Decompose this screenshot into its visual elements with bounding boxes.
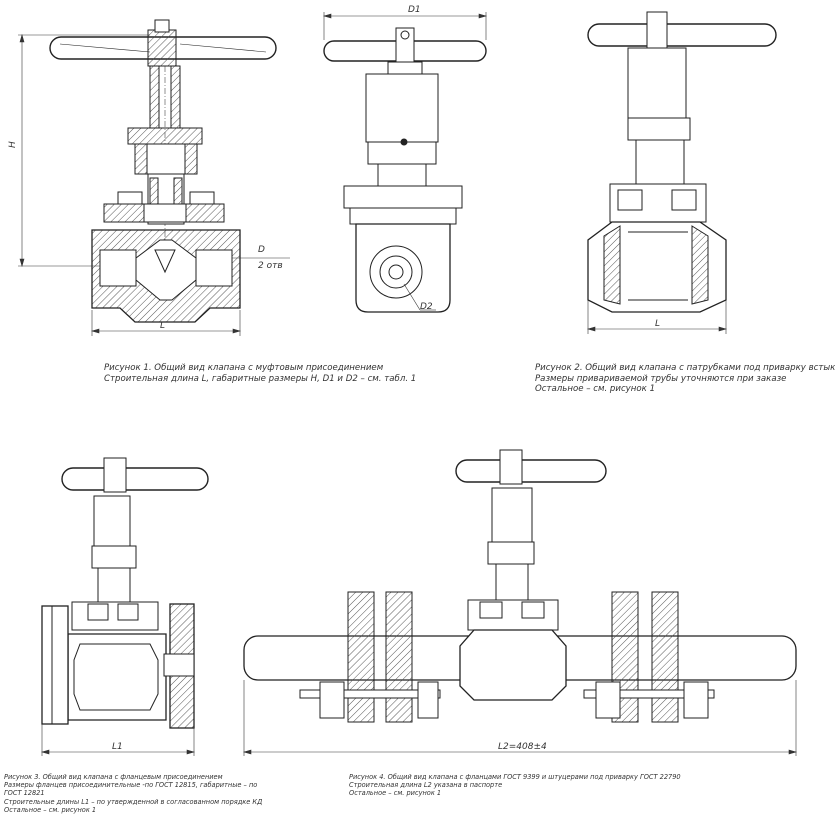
dimension-l2 bbox=[242, 680, 798, 756]
handwheel-fig2 bbox=[587, 23, 777, 47]
caption-line: Размеры привариваемой трубы уточняются п… bbox=[535, 373, 787, 384]
flange-2 bbox=[385, 591, 413, 723]
port-circle bbox=[369, 245, 423, 299]
leader-d2 bbox=[403, 283, 436, 311]
caption-line: Размеры фланцев присоединительные -по ГО… bbox=[4, 781, 258, 790]
caption-line: Строительная длина L, габаритные размеры… bbox=[104, 373, 417, 384]
label-l1: L1 bbox=[112, 742, 123, 752]
caption-line: Рисунок 4. Общий вид клапана с фланцами … bbox=[349, 773, 681, 781]
dimension-l1 bbox=[40, 724, 196, 756]
label-d1: D1 bbox=[408, 5, 421, 15]
figure-side-view bbox=[323, 27, 487, 313]
caption-line: Строительная длина L2 указана в паспорте bbox=[349, 781, 503, 790]
caption-line: ГОСТ 12821 bbox=[4, 789, 45, 798]
caption-figure-3: Рисунок 3. Общий вид клапана с фланцевым… bbox=[4, 773, 262, 814]
label-d: D bbox=[258, 245, 265, 255]
caption-figure-2: Рисунок 2. Общий вид клапана с патрубкам… bbox=[535, 363, 835, 395]
caption-figure-1: Рисунок 1. Общий вид клапана с муфтовым … bbox=[104, 363, 416, 384]
figure-3-view bbox=[41, 457, 209, 729]
label-l2: L2=408±4 bbox=[498, 742, 547, 752]
label-h: H bbox=[8, 141, 18, 148]
caption-figure-4: Рисунок 4. Общий вид клапана с фланцами … bbox=[349, 773, 681, 798]
caption-line: Остальное – см. рисунок 1 bbox=[349, 789, 442, 798]
figure-4-view bbox=[243, 449, 797, 723]
caption-line: Рисунок 2. Общий вид клапана с патрубкам… bbox=[535, 363, 835, 373]
dimension-h bbox=[18, 33, 150, 268]
handwheel-fig4 bbox=[455, 459, 607, 483]
figure-1-section-view bbox=[49, 19, 277, 323]
label-l-fig1: L bbox=[160, 321, 165, 331]
caption-line: Остальное – см. рисунок 1 bbox=[535, 384, 656, 395]
label-d2: D2 bbox=[420, 302, 433, 312]
dimension-l-fig1 bbox=[90, 310, 242, 336]
dimension-l-fig2 bbox=[586, 300, 728, 334]
flange-1 bbox=[347, 591, 375, 723]
figure-2-view bbox=[587, 11, 777, 313]
caption-line: Рисунок 3. Общий вид клапана с фланцевым… bbox=[4, 773, 223, 781]
flange-4 bbox=[651, 591, 679, 723]
caption-line: Рисунок 1. Общий вид клапана с муфтовым … bbox=[104, 363, 384, 373]
label-2-holes: 2 отв bbox=[258, 261, 283, 271]
engineering-drawing-sheet: H L D 2 отв D1 bbox=[8, 5, 798, 756]
caption-line: Строительные длины L1 – по утвержденной … bbox=[4, 797, 263, 806]
label-l-fig2: L bbox=[655, 319, 660, 329]
dimension-d1 bbox=[322, 12, 488, 40]
handwheel-fig3 bbox=[61, 467, 209, 491]
flange-left bbox=[41, 605, 69, 725]
caption-line: Остальное – см. рисунок 1 bbox=[4, 805, 97, 814]
